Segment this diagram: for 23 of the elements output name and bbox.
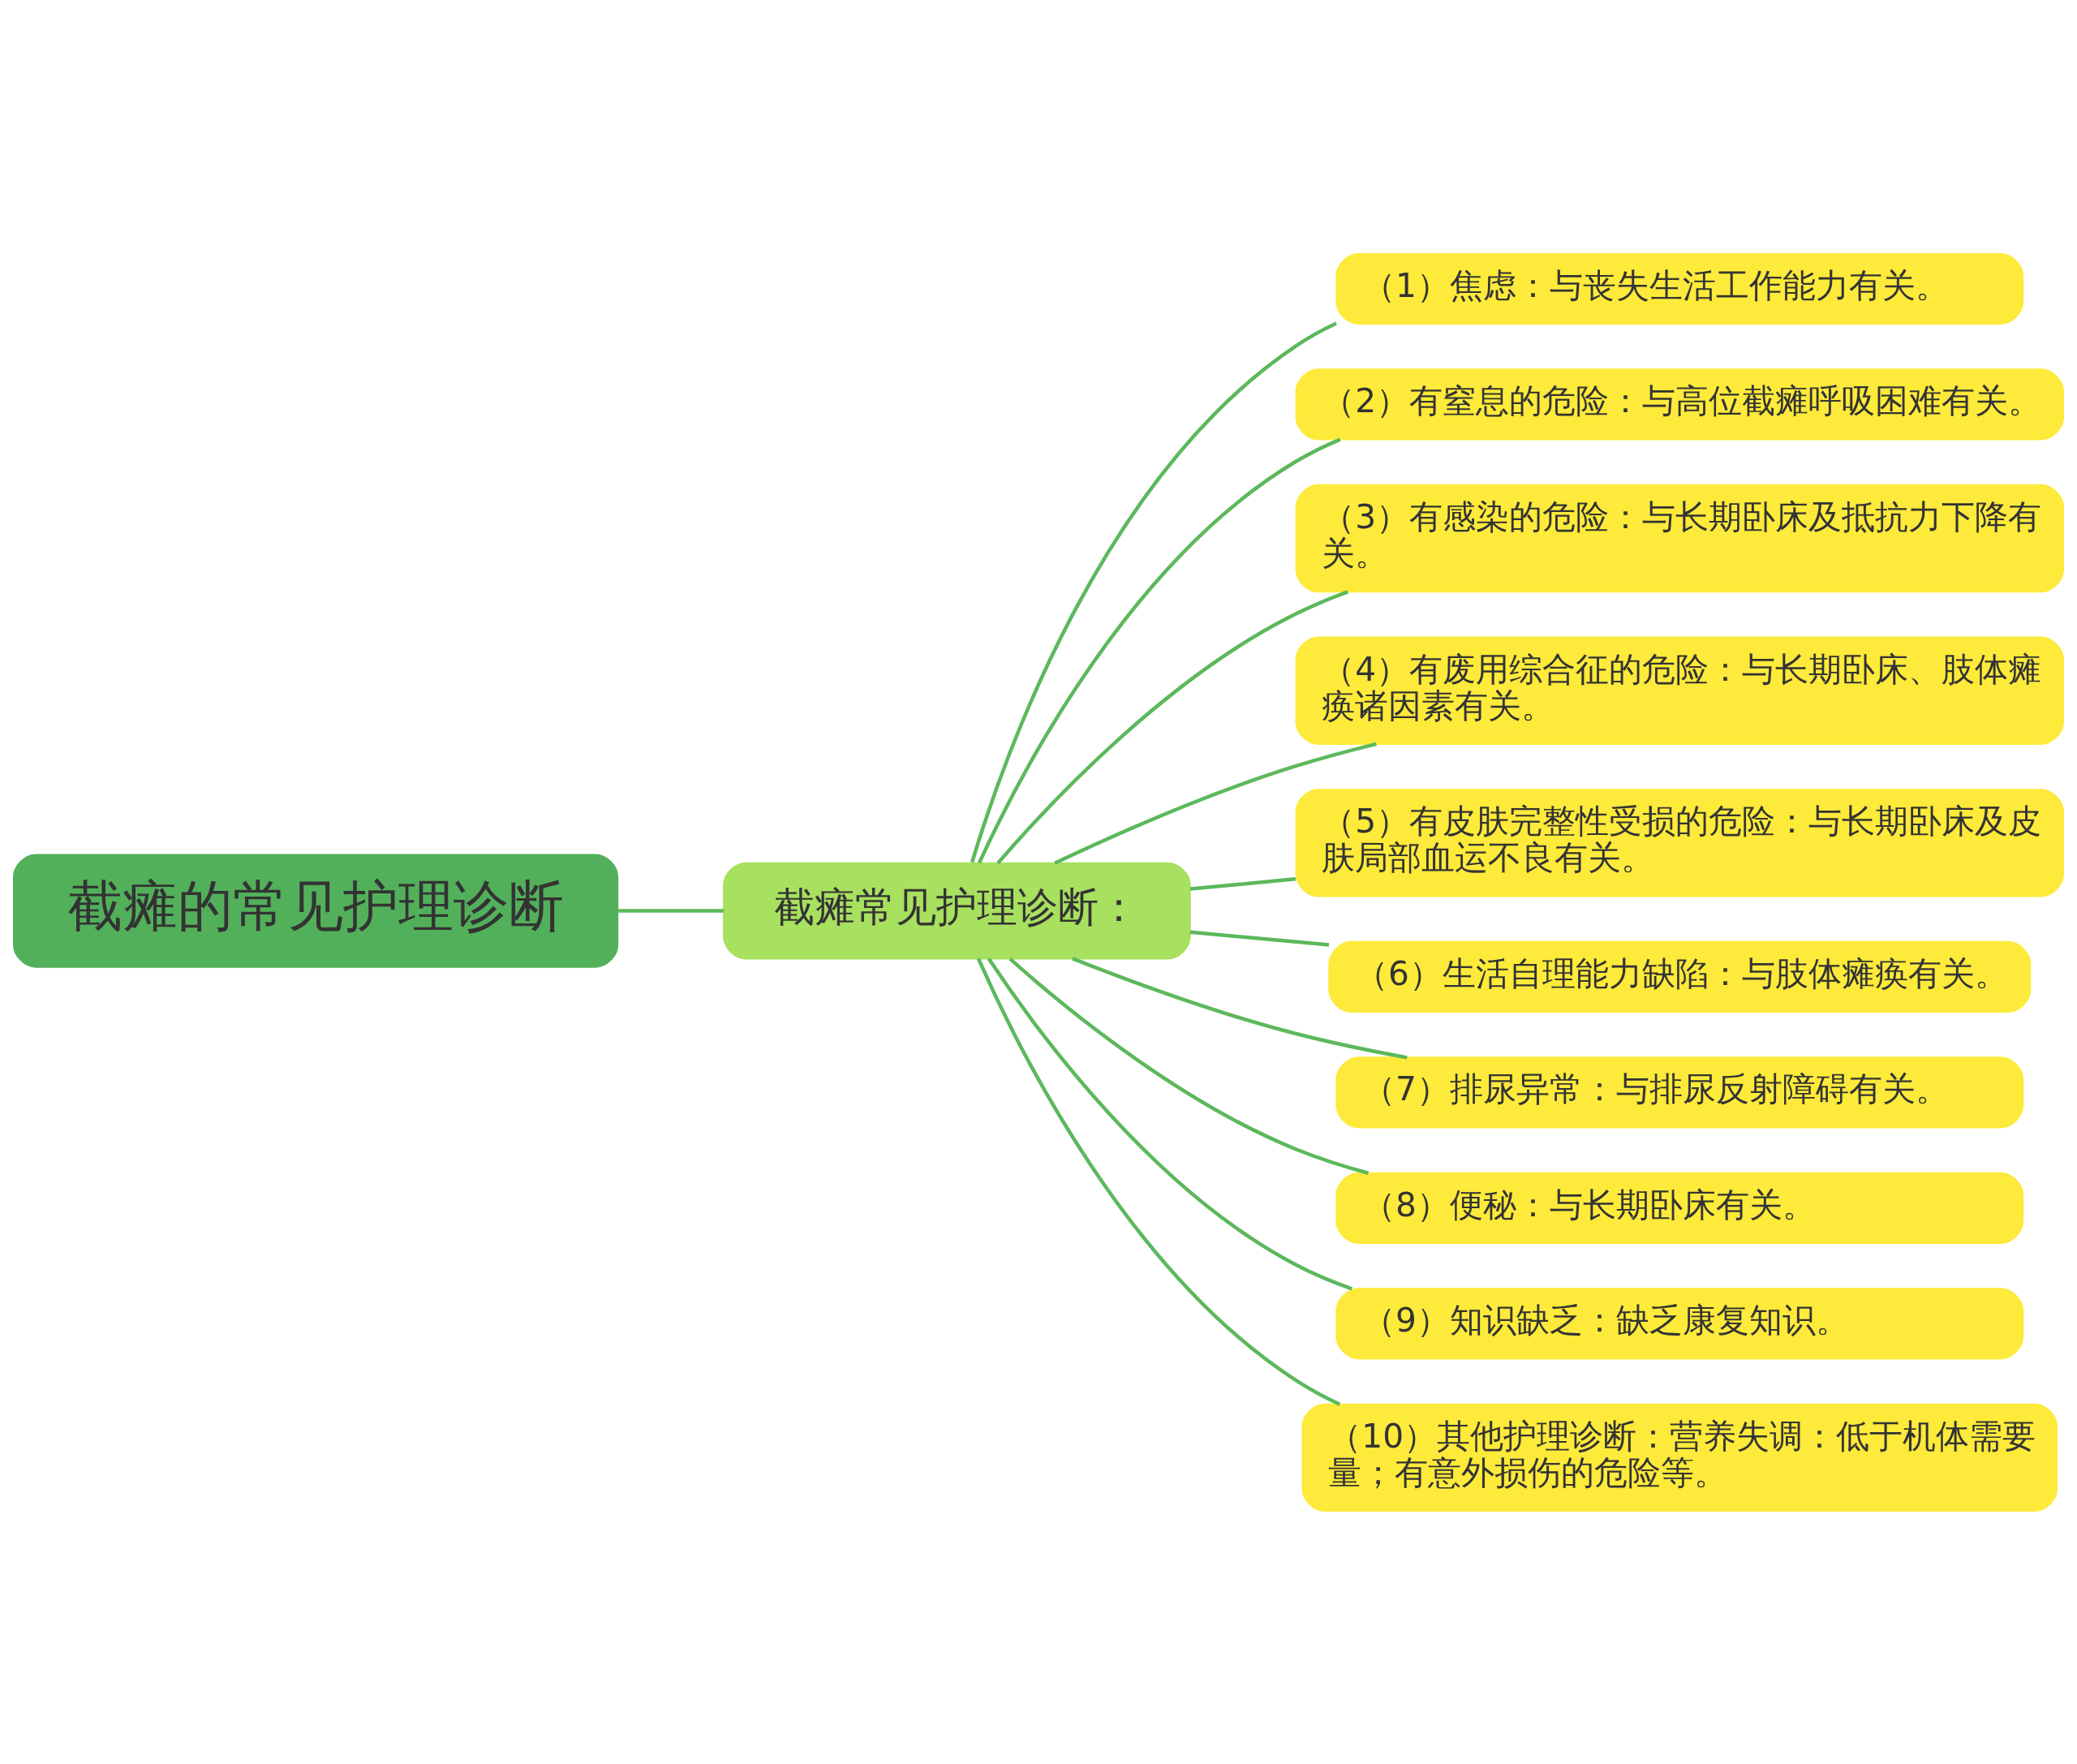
node-box: （4）有废用综合征的危险：与长期卧床、肢体瘫痪诸因素有关。 xyxy=(1295,636,2064,745)
connector xyxy=(977,437,1341,864)
node-box: （7）排尿异常：与排尿反射障碍有关。 xyxy=(1335,1056,2024,1128)
node-box: （3）有感染的危险：与长期卧床及抵抗力下降有关。 xyxy=(1295,484,2064,592)
node-box: （6）生活自理能力缺陷：与肢体瘫痪有关。 xyxy=(1328,940,2032,1013)
node-box: （1）焦虑：与丧失生活工作能力有关。 xyxy=(1335,252,2024,325)
node-box: （8）便秘：与长期卧床有关。 xyxy=(1335,1172,2024,1244)
connector xyxy=(987,957,1353,1290)
connector xyxy=(1008,957,1370,1175)
connector xyxy=(970,321,1337,863)
node-box: 截瘫常见护理诊断： xyxy=(723,862,1191,959)
connector xyxy=(1072,956,1408,1060)
node-box: （2）有窒息的危险：与高位截瘫呼吸困难有关。 xyxy=(1295,368,2064,441)
connector xyxy=(617,908,725,913)
connector xyxy=(996,589,1349,864)
node-box: 截瘫的常见护理诊断 xyxy=(13,853,619,968)
connector xyxy=(976,957,1341,1406)
node-box: （5）有皮肤完整性受损的危险：与长期卧床及皮肤局部血运不良有关。 xyxy=(1295,788,2064,897)
connector xyxy=(1189,876,1297,891)
node-box: （10）其他护理诊断：营养失调：低于机体需要量；有意外损伤的危险等。 xyxy=(1301,1403,2058,1512)
node-box: （9）知识缺乏：缺乏康复知识。 xyxy=(1335,1287,2024,1359)
connector xyxy=(1189,930,1330,947)
connector xyxy=(1054,742,1378,865)
